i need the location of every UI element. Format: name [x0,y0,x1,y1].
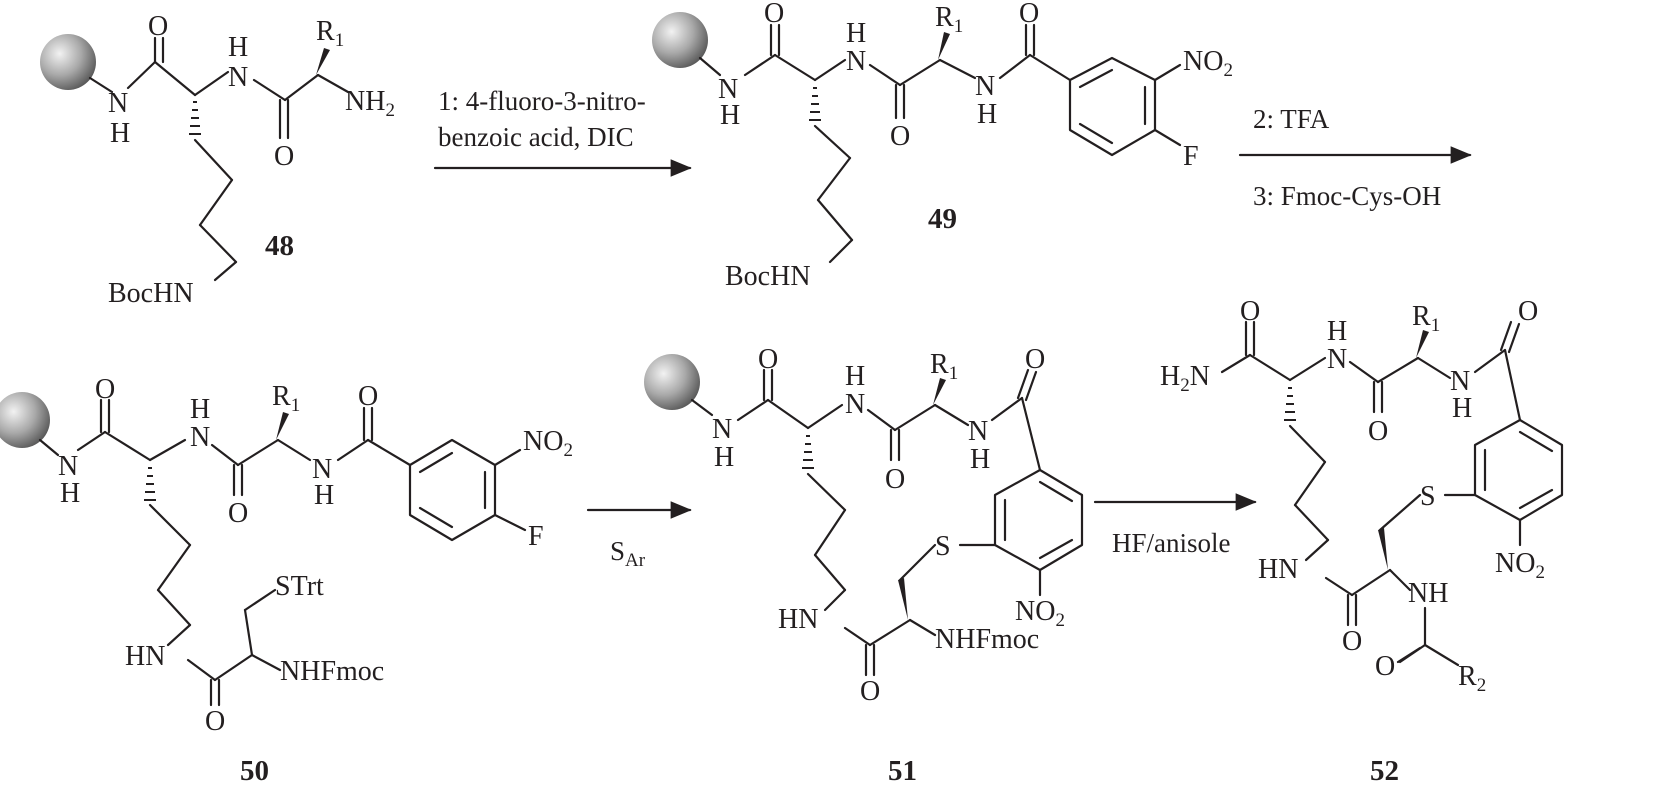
atom-label: H [714,442,734,473]
atom-label: N [845,389,865,420]
atom-label: NH2 [345,86,395,121]
atom-label: H [60,478,80,509]
atom-label: R2 [1458,661,1486,696]
atom-label: HN [778,604,818,635]
atom-label: STrt [275,571,324,602]
atom-label: N [228,62,248,93]
reaction-arrow-2: 2: TFA 3: Fmoc-Cys-OH [1238,104,1472,211]
atom-label: NO2 [1183,46,1233,81]
resin-bead-icon [0,392,50,448]
atom-label: O [1368,416,1388,447]
atom-label: H [720,100,740,131]
atom-label: NO2 [1015,596,1065,631]
atom-label: O [148,11,168,42]
atom-label: H [845,361,865,392]
atom-label: H [970,444,990,475]
reaction-arrow-4: HF/anisole [1093,493,1257,558]
condition-step3: 3: Fmoc-Cys-OH [1253,181,1441,211]
resin-bead-icon [40,34,96,90]
atom-label: N [846,46,866,77]
compound-number-52: 52 [1370,755,1399,787]
atom-label: H [1452,393,1472,424]
atom-label: O [1019,0,1039,29]
atom-label: H [977,99,997,130]
compound-number-48: 48 [265,230,294,262]
condition-step1-line1: 1: 4-fluoro-3-nitro- [438,86,646,116]
atom-label: NH [1408,578,1448,609]
atom-label: R1 [316,16,344,51]
resin-bead-icon [644,354,700,410]
atom-label: NHFmoc [935,624,1039,655]
atom-label: R1 [1412,301,1440,336]
atom-label: O [274,141,294,172]
atom-label: O [758,344,778,375]
condition-step1-line2: benzoic acid, DIC [438,122,634,152]
atom-label: O [1518,296,1538,327]
condition-step4: SAr [610,536,646,571]
atom-label: O [205,706,225,737]
atom-label: O [1025,344,1045,375]
compound-number-50: 50 [240,755,269,787]
atom-label: S [1420,481,1436,512]
reaction-arrow-1: 1: 4-fluoro-3-nitro- benzoic acid, DIC [433,86,692,177]
atom-label: O [358,381,378,412]
resin-bead-icon [652,12,708,68]
atom-label: O [764,0,784,29]
atom-label: O [228,498,248,529]
compound-51: N H O H N O R1 N H O S NO2 HN NHFmoc O 5… [644,344,1084,787]
atom-label: O [1375,651,1395,682]
atom-label: NO2 [523,426,573,461]
atom-label: H2N [1160,361,1210,396]
atom-label: O [885,464,905,495]
condition-step5: HF/anisole [1112,528,1231,558]
atom-label: H [190,394,210,425]
atom-label: NHFmoc [280,656,384,687]
atom-label: F [1183,141,1199,172]
compound-number-49: 49 [928,203,957,235]
atom-label: N [712,414,732,445]
atom-label: H [1327,316,1347,347]
atom-label: HN [1258,554,1298,585]
atom-label: HN [125,641,165,672]
atom-label: BocHN [108,278,194,309]
atom-label: H [110,118,130,149]
compound-48: N H O H N O R1 NH2 BocHN 48 [40,11,395,309]
atom-label: O [890,121,910,152]
atom-label: N [58,451,78,482]
atom-label: N [975,71,995,102]
compound-number-51: 51 [888,755,917,787]
atom-label: N [1327,344,1347,375]
atom-label: N [968,416,988,447]
atom-label: R1 [272,381,300,416]
atom-label: R1 [930,349,958,384]
atom-label: H [228,32,248,63]
condition-step2: 2: TFA [1253,104,1330,134]
atom-label: N [190,422,210,453]
atom-label: O [1240,296,1260,327]
atom-label: N [108,88,128,119]
atom-label: R1 [935,2,963,37]
atom-label: H [846,18,866,49]
compound-50: N H O H N O R1 N H O NO2 F STrt HN NHFmo… [0,374,573,787]
atom-label: N [312,454,332,485]
atom-label: O [860,676,880,707]
atom-label: H [314,480,334,511]
atom-label: S [935,531,951,562]
compound-52: H2N O H N O R1 N H O S NO2 HN NH O O R2 … [1160,296,1564,787]
atom-label: BocHN [725,261,811,292]
atom-label: O [95,374,115,405]
atom-label: F [528,521,544,552]
atom-label: N [718,74,738,105]
reaction-arrow-3: SAr [586,501,692,571]
atom-label: N [1450,366,1470,397]
compound-49: N H O H N O R1 N H O NO2 F BocHN 49 [652,0,1233,292]
atom-label: O [1342,626,1362,657]
atom-label: NO2 [1495,548,1545,583]
